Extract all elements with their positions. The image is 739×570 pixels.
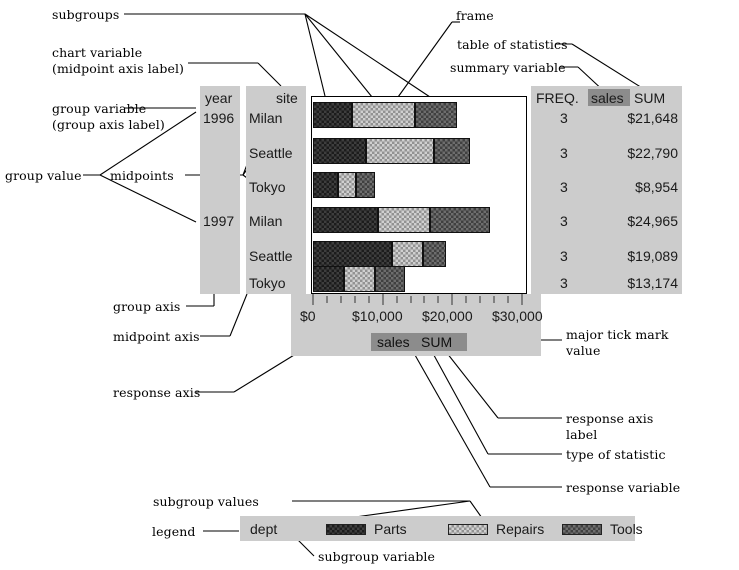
table-header-sum: SUM (634, 90, 666, 106)
annotation-response-variable: response variable (566, 480, 681, 495)
annotation-chart-variable-sub: (midpoint axis label) (52, 61, 185, 76)
table-row: 3 (560, 275, 568, 291)
bar-segment-parts (313, 102, 352, 128)
bar-row-3 (313, 172, 375, 198)
legend-label-repairs: Repairs (496, 521, 545, 537)
group-axis-header: year (205, 90, 233, 106)
annotation-frame: frame (456, 8, 494, 23)
table-row: 3 (560, 213, 568, 229)
annotation-response-axis: response axis (113, 385, 201, 400)
bar-segment-parts (313, 207, 378, 233)
table-row: $8,954 (635, 179, 678, 195)
annotation-legend: legend (152, 524, 196, 539)
bar-segment-repairs (344, 266, 375, 292)
table-row: 3 (560, 110, 568, 126)
midpoint-value-milan-1: Milan (249, 110, 283, 126)
statistic-type-label: SUM (421, 334, 453, 350)
response-variable-label: sales (377, 334, 410, 350)
bar-segment-repairs (352, 102, 415, 128)
tick-label-10000: $10,000 (352, 308, 403, 324)
bar-row-1 (313, 102, 457, 128)
tick-label-30000: $30,000 (492, 308, 543, 324)
bar-segment-parts (313, 266, 344, 292)
table-header-sales: sales (591, 90, 624, 106)
bar-row-5 (313, 241, 446, 267)
legend-subgroup-variable: dept (250, 521, 278, 537)
midpoint-value-seattle-1: Seattle (249, 145, 293, 161)
annotation-group-variable: group variable (52, 101, 147, 116)
annotation-subgroup-values: subgroup values (153, 494, 259, 509)
midpoint-axis-column (246, 86, 306, 294)
midpoint-value-tokyo-2: Tokyo (249, 275, 286, 291)
bar-segment-repairs (338, 172, 356, 198)
annotation-response-axis-label: response axis (566, 411, 654, 426)
table-row: 3 (560, 248, 568, 264)
bar-row-6 (313, 266, 405, 292)
annotation-group-value: group value (5, 168, 82, 183)
bar-segment-tools (415, 102, 457, 128)
group-axis-column (200, 86, 240, 294)
bar-segment-parts (313, 241, 392, 267)
annotation-group-variable-sub: (group axis label) (52, 117, 165, 132)
bar-segment-parts (313, 138, 366, 164)
bar-segment-tools (375, 266, 405, 292)
table-row: 3 (560, 179, 568, 195)
legend-swatch-parts (326, 524, 366, 535)
midpoint-value-milan-2: Milan (249, 213, 283, 229)
legend-swatch-repairs (448, 524, 488, 535)
annotation-midpoint-axis: midpoint axis (113, 329, 200, 344)
table-row: $24,965 (627, 213, 678, 229)
bar-row-2 (313, 138, 470, 164)
table-header-freq: FREQ. (536, 90, 579, 106)
bar-segment-tools (430, 207, 490, 233)
tick-label-20000: $20,000 (422, 308, 473, 324)
annotation-major-tick-mark: major tick mark (566, 327, 669, 342)
bar-segment-parts (313, 172, 338, 198)
annotation-midpoints: midpoints (110, 168, 174, 183)
tick-label-0: $0 (300, 308, 316, 324)
annotation-response-axis-label-sub: label (566, 427, 598, 442)
group-value-1996: 1996 (203, 110, 235, 126)
annotation-major-tick-value: value (566, 343, 601, 358)
bar-segment-repairs (378, 207, 430, 233)
table-row: $19,089 (627, 248, 678, 264)
table-row: $13,174 (627, 275, 678, 291)
annotation-summary-variable: summary variable (450, 60, 566, 75)
table-row: 3 (560, 145, 568, 161)
response-axis-label-box: sales SUM (371, 333, 467, 351)
midpoint-axis-header: site (276, 90, 298, 106)
midpoint-value-seattle-2: Seattle (249, 248, 293, 264)
bar-segment-tools (423, 241, 446, 267)
table-row: $22,790 (627, 145, 678, 161)
legend-swatch-tools (562, 524, 602, 535)
annotation-subgroups: subgroups (52, 7, 120, 22)
bar-segment-tools (356, 172, 375, 198)
bar-segment-repairs (366, 138, 434, 164)
statistics-table (531, 86, 682, 294)
bar-row-4 (313, 207, 490, 233)
table-row: $21,648 (627, 110, 678, 126)
bar-segment-repairs (392, 241, 423, 267)
annotation-table-of-statistics: table of statistics (457, 37, 568, 52)
annotation-chart-variable: chart variable (52, 45, 143, 60)
summary-variable-highlight (588, 89, 630, 106)
legend-label-parts: Parts (374, 521, 407, 537)
legend-label-tools: Tools (610, 521, 643, 537)
midpoint-value-tokyo-1: Tokyo (249, 179, 286, 195)
annotation-type-of-statistic: type of statistic (566, 447, 666, 462)
annotation-subgroup-variable: subgroup variable (318, 549, 436, 564)
group-value-1997: 1997 (203, 213, 235, 229)
annotation-group-axis: group axis (113, 299, 181, 314)
bar-segment-tools (434, 138, 470, 164)
